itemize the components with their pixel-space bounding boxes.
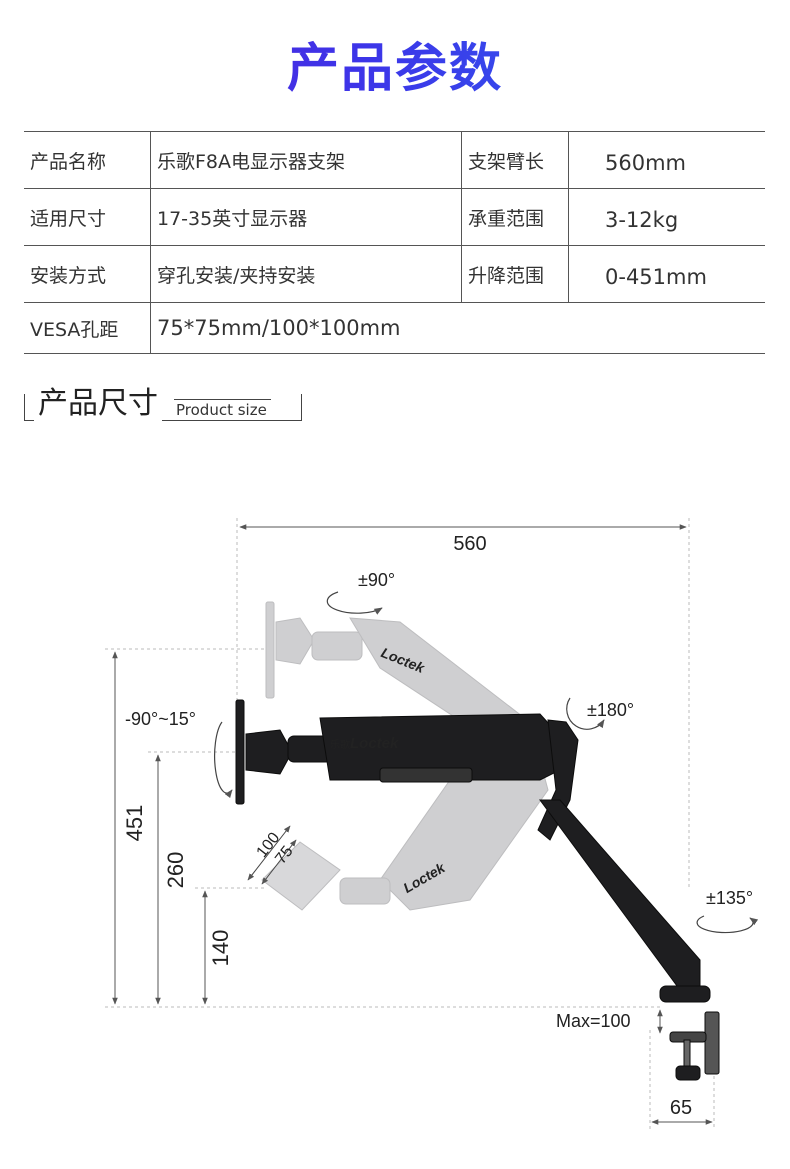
rotation-mid-label: ±180° bbox=[587, 700, 634, 720]
spec-value: 穿孔安装/夹持安装 bbox=[150, 245, 462, 303]
spec-label: VESA孔距 bbox=[24, 302, 151, 354]
page-title: 产品参数 bbox=[0, 26, 790, 101]
spec-value: 75*75mm/100*100mm bbox=[150, 302, 765, 354]
spec-label: 支架臂长 bbox=[461, 131, 569, 189]
spec-row: 适用尺寸 17-35英寸显示器 承重范围 3-12kg bbox=[24, 188, 765, 246]
spec-label: 适用尺寸 bbox=[24, 188, 151, 246]
base-width-label: 65 bbox=[670, 1097, 692, 1119]
ghost-arm-lower: Loctek bbox=[261, 759, 549, 911]
spec-row: 产品名称 乐歌F8A电显示器支架 支架臂长 560mm bbox=[24, 131, 765, 189]
height-451-label: 451 bbox=[122, 805, 147, 842]
spec-value: 17-35英寸显示器 bbox=[150, 188, 462, 246]
vesa-dimensions bbox=[247, 825, 297, 885]
height-260-label: 260 bbox=[163, 852, 188, 889]
spec-label: 安装方式 bbox=[24, 245, 151, 303]
section-bracket bbox=[24, 394, 302, 421]
main-arm bbox=[235, 699, 720, 1081]
spec-label: 承重范围 bbox=[461, 188, 569, 246]
section-heading: 产品尺寸 Product size bbox=[24, 378, 302, 422]
brand-main: Loctek bbox=[350, 735, 399, 752]
clamp-max-label: Max=100 bbox=[556, 1011, 631, 1031]
rotation-base-label: ±135° bbox=[706, 888, 753, 908]
spec-value: 0-451mm bbox=[568, 245, 765, 303]
section-subtitle: Product size bbox=[174, 399, 271, 419]
brand-cn-main: 乐歌 bbox=[330, 738, 350, 751]
spec-value: 乐歌F8A电显示器支架 bbox=[150, 131, 462, 189]
guide-lines bbox=[105, 518, 715, 1130]
spec-row: 安装方式 穿孔安装/夹持安装 升降范围 0-451mm bbox=[24, 245, 765, 303]
tilt-label: -90°~15° bbox=[125, 709, 196, 729]
width-label: 560 bbox=[453, 533, 486, 555]
rotation-arrows bbox=[214, 591, 759, 934]
spec-row: VESA孔距 75*75mm/100*100mm bbox=[24, 302, 765, 354]
spec-table: 产品名称 乐歌F8A电显示器支架 支架臂长 560mm 适用尺寸 17-35英寸… bbox=[24, 131, 765, 354]
rotation-top-label: ±90° bbox=[358, 570, 395, 590]
section-title: 产品尺寸 bbox=[34, 378, 162, 422]
spec-value: 3-12kg bbox=[568, 188, 765, 246]
spec-label: 升降范围 bbox=[461, 245, 569, 303]
height-140-label: 140 bbox=[208, 930, 233, 967]
spec-label: 产品名称 bbox=[24, 131, 151, 189]
